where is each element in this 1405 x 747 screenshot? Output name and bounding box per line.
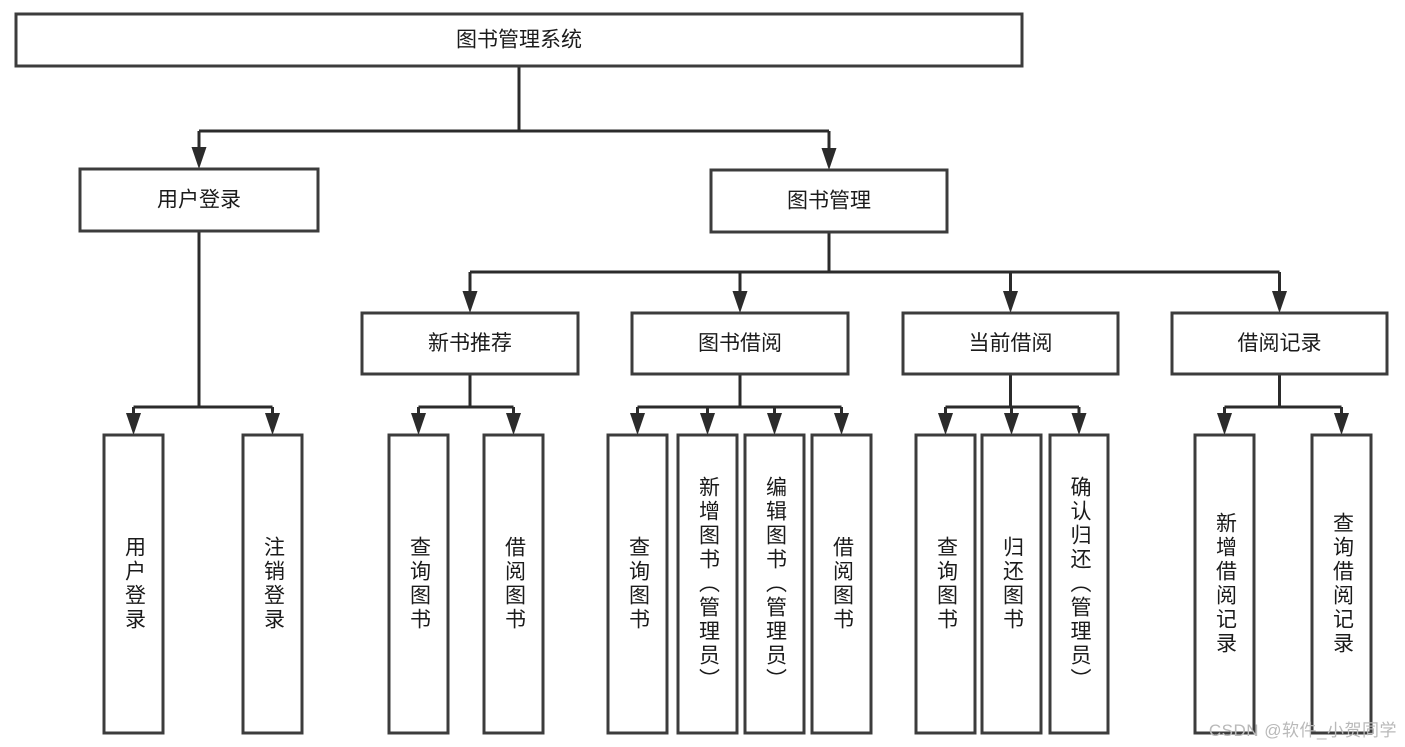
leaf-leaf-borrow-book-2-box[interactable] — [810, 433, 873, 735]
arrow-head-icon — [767, 413, 782, 435]
arrow-head-icon — [1004, 413, 1019, 435]
node-new-book-recommend-box[interactable] — [360, 311, 580, 376]
arrow-head-icon — [1003, 291, 1018, 313]
watermark: CSDN @软件_小贺同学 — [1208, 721, 1397, 740]
arrow-head-icon — [1272, 291, 1287, 313]
node-user-login-label: 用户登录 — [157, 189, 241, 212]
leaf-leaf-borrow-book-1-box[interactable] — [482, 433, 545, 735]
node-book-manage-box[interactable] — [709, 168, 949, 234]
arrow-head-icon — [1217, 413, 1232, 435]
arrow-head-icon — [126, 413, 141, 435]
arrow-head-icon — [191, 147, 207, 169]
leaf-leaf-add-borrow-record-box[interactable] — [1193, 433, 1256, 735]
leaf-leaf-query-borrow-record-box[interactable] — [1310, 433, 1373, 735]
arrow-head-icon — [732, 291, 748, 313]
leaf-leaf-add-book-admin-box[interactable] — [676, 433, 739, 735]
arrow-head-icon — [265, 413, 280, 435]
arrow-head-icon — [411, 413, 426, 435]
arrow-head-icon — [700, 413, 715, 435]
leaf-leaf-confirm-return-admin-box[interactable] — [1048, 433, 1110, 735]
arrow-head-icon — [821, 148, 837, 170]
node-book-borrow-label: 图书借阅 — [698, 332, 782, 355]
node-new-book-recommend-label: 新书推荐 — [428, 332, 512, 355]
node-current-borrow-box[interactable] — [901, 311, 1120, 376]
node-current-borrow-label: 当前借阅 — [969, 332, 1053, 355]
node-book-borrow-box[interactable] — [630, 311, 850, 376]
leaf-leaf-query-book-3-box[interactable] — [914, 433, 977, 735]
node-borrow-record-label: 借阅记录 — [1238, 332, 1322, 355]
arrow-head-icon — [1071, 413, 1087, 435]
leaf-leaf-query-book-1-box[interactable] — [387, 433, 450, 735]
node-user-login-box[interactable] — [78, 167, 320, 233]
leaf-leaf-query-book-2-box[interactable] — [606, 433, 669, 735]
arrow-head-icon — [938, 413, 953, 435]
arrow-head-icon — [1334, 413, 1349, 435]
node-boxes — [14, 12, 1389, 735]
node-borrow-record-box[interactable] — [1170, 311, 1389, 376]
leaf-leaf-user-login-box[interactable] — [102, 433, 165, 735]
leaf-leaf-edit-book-admin-box[interactable] — [743, 433, 806, 735]
node-book-manage-label: 图书管理 — [787, 190, 871, 213]
node-root-box[interactable] — [14, 12, 1024, 68]
leaf-leaf-return-book-box[interactable] — [980, 433, 1043, 735]
connector-lines — [126, 66, 1349, 435]
arrow-head-icon — [834, 413, 849, 435]
arrow-head-icon — [630, 413, 645, 435]
node-root-label: 图书管理系统 — [456, 29, 582, 52]
arrow-head-icon — [462, 291, 478, 313]
leaf-leaf-logout-login-box[interactable] — [241, 433, 304, 735]
arrow-head-icon — [506, 413, 521, 435]
